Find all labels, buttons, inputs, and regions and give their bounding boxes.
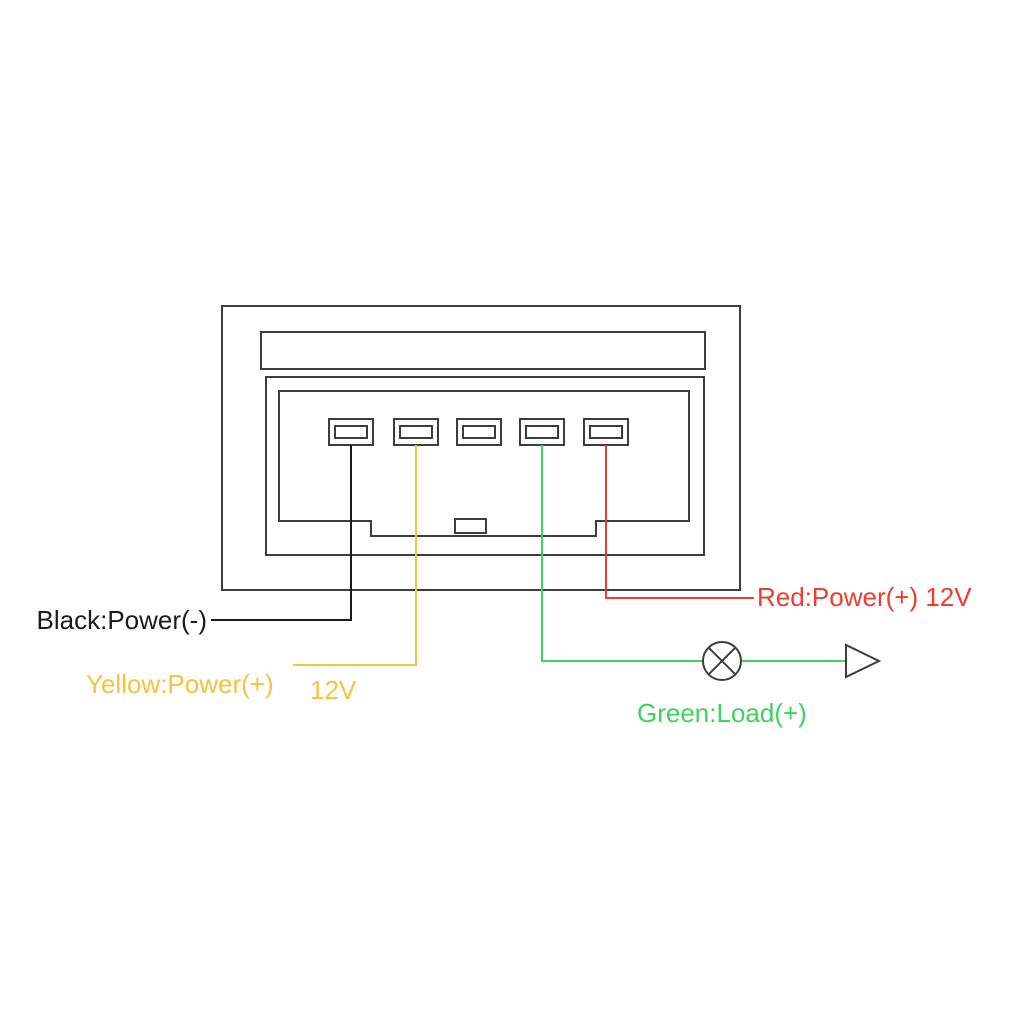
- connector-cavity: [278, 390, 690, 537]
- connector-key-tab: [454, 518, 487, 534]
- yellow-voltage-label: 12V: [310, 675, 357, 705]
- green-wire: [541, 445, 846, 662]
- connector-housing: [265, 376, 705, 556]
- black-wire-label: Black:Power(-): [37, 605, 207, 635]
- display-window: [260, 331, 706, 370]
- pin-2: [393, 418, 439, 446]
- pin-3: [456, 418, 502, 446]
- device-outline: [221, 305, 741, 591]
- triangle-arrow-icon: [845, 643, 882, 679]
- lamp-icon: [702, 641, 742, 681]
- green-wire-label: Green:Load(+): [637, 698, 807, 728]
- pin-5: [583, 418, 629, 446]
- device-body: [221, 305, 741, 591]
- red-wire: [605, 445, 754, 599]
- red-wire-label: Red:Power(+) 12V: [757, 582, 972, 612]
- pin-4: [519, 418, 565, 446]
- black-wire: [211, 445, 352, 621]
- yellow-wire: [293, 445, 417, 666]
- pin-1: [328, 418, 374, 446]
- yellow-wire-label: Yellow:Power(+): [86, 669, 274, 699]
